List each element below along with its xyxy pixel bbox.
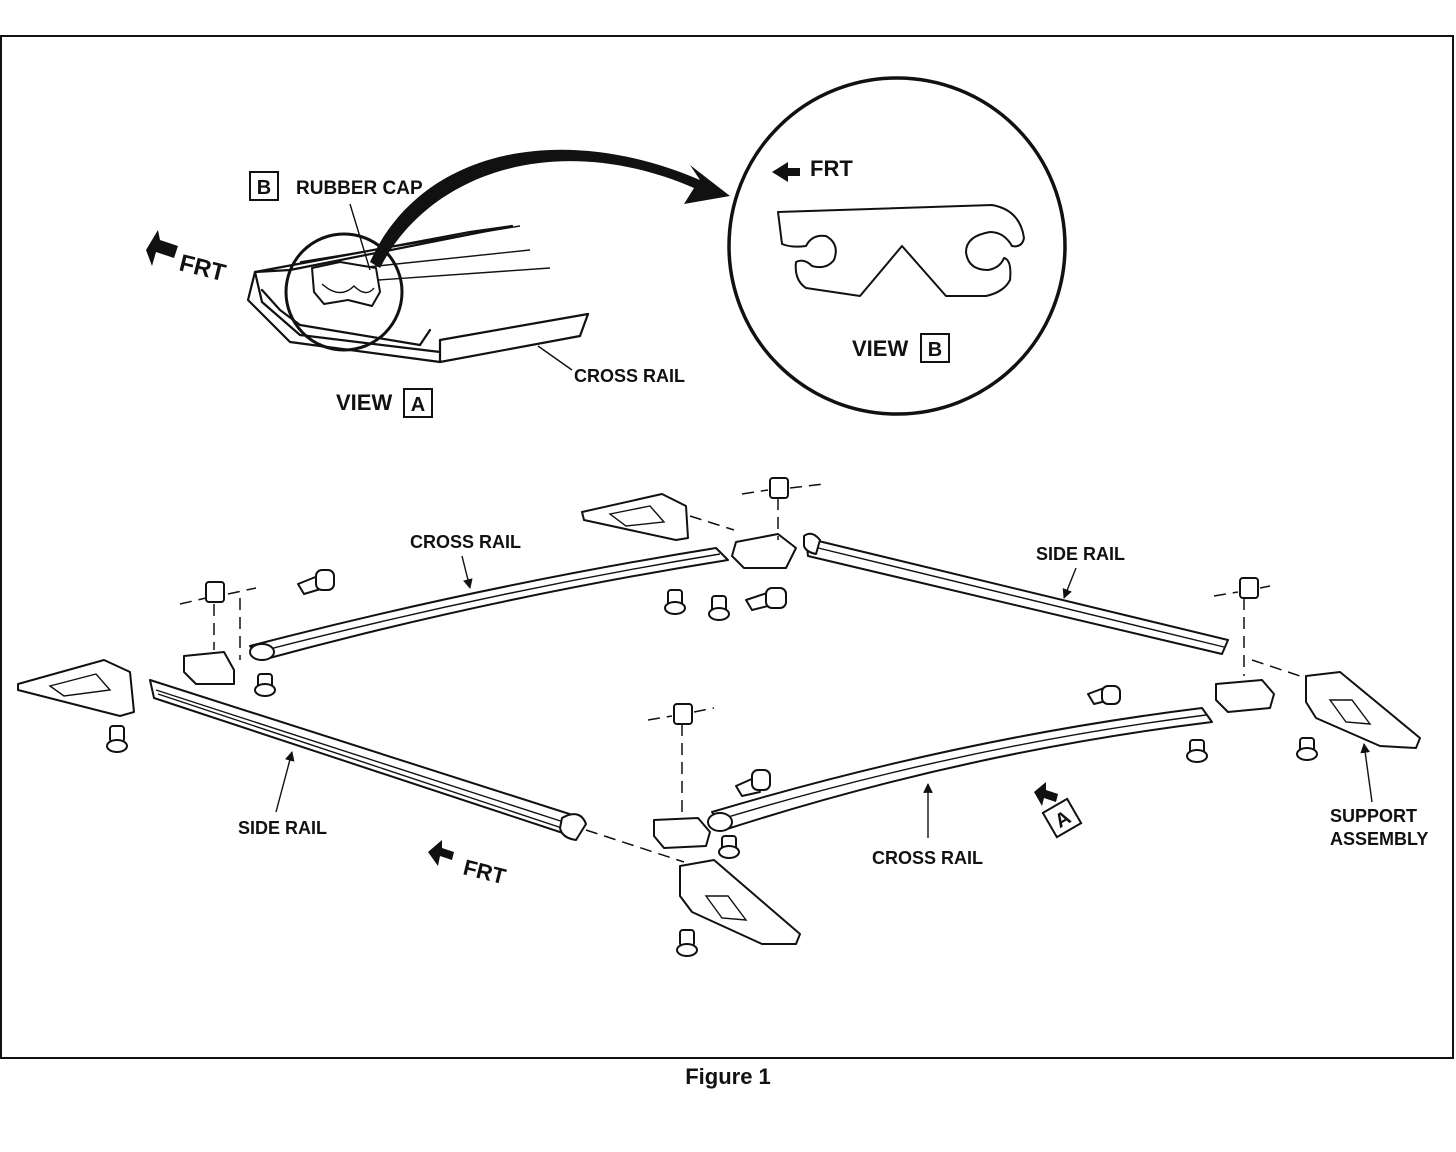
rubber-cap-part: [1239, 577, 1259, 599]
view-a-word: VIEW: [336, 390, 392, 415]
end-bracket: [1215, 679, 1275, 713]
cross-rail-label-rear: CROSS RAIL: [410, 532, 521, 552]
frt-label-view-b: FRT: [810, 156, 853, 181]
rack-assembly: CROSS RAIL SIDE RAIL SIDE RAIL CROSS RAI…: [17, 477, 1428, 957]
view-a-highlight-circle: [284, 232, 404, 352]
rubber-cap-label: RUBBER CAP: [296, 178, 423, 199]
support-assembly-left: [17, 659, 135, 717]
view-b-word: VIEW: [852, 336, 908, 361]
screw-icon: [676, 929, 698, 957]
support-assembly-label-line2: ASSEMBLY: [1330, 829, 1428, 849]
support-assembly-right: [1305, 671, 1421, 749]
screw-icon: [718, 835, 740, 859]
rubber-cap-letter: B: [257, 177, 271, 199]
figure-caption: Figure 1: [685, 1064, 771, 1089]
frt-arrow-icon: [428, 840, 454, 866]
view-a-letter-box: [403, 388, 433, 418]
rubber-cap-part: [673, 703, 693, 725]
leader-arrow: [275, 751, 295, 813]
rubber-cap-part: [205, 581, 225, 603]
leader-arrow: [1360, 743, 1373, 803]
view-b-letter-box: [920, 333, 950, 363]
rubber-cap-part: [769, 477, 789, 499]
frt-arrow-icon: [772, 162, 800, 182]
alignment-line: [689, 483, 825, 540]
right-side-rail: [803, 532, 1229, 655]
rubber-cap-letter-box: [249, 171, 279, 201]
view-a-detail: B RUBBER CAP FRT CROSS RAIL VIEW A: [146, 171, 685, 418]
support-assembly-rear: [581, 493, 689, 541]
end-bracket: [653, 817, 711, 849]
screw-icon: [254, 673, 276, 697]
leader-arrow: [1062, 567, 1077, 599]
screw-icon: [1296, 737, 1318, 761]
bolt-icon: [745, 587, 787, 611]
side-rail-label-left: SIDE RAIL: [238, 818, 327, 838]
alignment-line: [585, 707, 715, 863]
leader-arrow: [461, 555, 473, 589]
frt-label-view-a: FRT: [177, 250, 229, 288]
end-bracket: [731, 533, 797, 569]
support-assembly-label-line1: SUPPORT: [1330, 806, 1417, 826]
view-a-direction-arrow-icon: [1034, 782, 1058, 806]
end-bracket: [183, 651, 235, 685]
left-side-rail: [149, 679, 587, 841]
figure-frame: [0, 35, 1454, 1059]
side-rail-label-right: SIDE RAIL: [1036, 544, 1125, 564]
frt-label-lower: FRT: [461, 855, 509, 890]
rear-cross-rail: [249, 547, 729, 661]
view-b-detail: FRT VIEW B: [727, 76, 1067, 416]
frt-arrow-icon: [146, 230, 178, 266]
front-cross-rail: [707, 707, 1213, 832]
alignment-line: [1213, 585, 1301, 677]
bolt-icon: [297, 569, 335, 595]
screw-icon: [664, 589, 686, 615]
rubber-cap-profile: [777, 204, 1025, 297]
view-b-letter: B: [928, 339, 942, 361]
screw-icon: [106, 725, 128, 753]
curved-callout-arrow: [370, 149, 730, 268]
view-b-circle: [727, 76, 1067, 416]
bolt-icon: [1087, 685, 1121, 705]
bolt-icon: [735, 769, 771, 797]
cross-rail-label-view-a: CROSS RAIL: [574, 366, 685, 386]
screw-icon: [708, 595, 730, 621]
view-a-letter: A: [411, 394, 425, 416]
support-assembly-front: [679, 859, 801, 945]
arrow-a-letter-box: [1041, 797, 1083, 839]
cross-rail-label-front: CROSS RAIL: [872, 848, 983, 868]
screw-icon: [1186, 739, 1208, 763]
